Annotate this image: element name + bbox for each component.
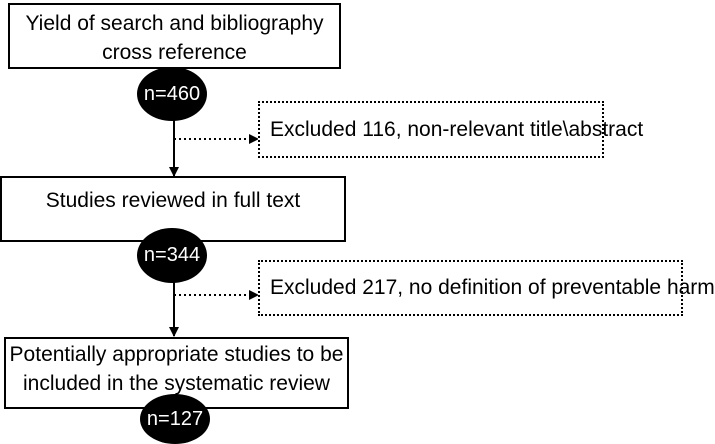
- excluded-1-label: Excluded 116, non-relevant title\abstrac…: [270, 117, 644, 141]
- excluded-box-1: Excluded 116, non-relevant title\abstrac…: [258, 101, 643, 158]
- count-oval-2: n=344: [137, 228, 207, 283]
- box-search-yield-line1: Yield of search and bibliography: [25, 12, 324, 35]
- count-3-label: n=127: [146, 407, 204, 430]
- excluded-box-2: Excluded 217, no definition of preventab…: [258, 260, 715, 316]
- box-search-yield: Yield of search and bibliography cross r…: [8, 3, 341, 69]
- box-included-line1: Potentially appropriate studies to be: [9, 343, 344, 366]
- box-full-text-label: Studies reviewed in full text: [45, 189, 301, 212]
- count-1-label: n=460: [143, 82, 201, 105]
- count-oval-1: n=460: [137, 67, 207, 121]
- excluded-2-label: Excluded 217, no definition of preventab…: [270, 276, 715, 299]
- connector-lines: [169, 110, 259, 337]
- box-included-line2: included in the systematic review: [23, 372, 330, 395]
- box-search-yield-line2: cross reference: [102, 41, 247, 64]
- count-oval-3: n=127: [140, 394, 210, 444]
- count-2-label: n=344: [143, 244, 201, 266]
